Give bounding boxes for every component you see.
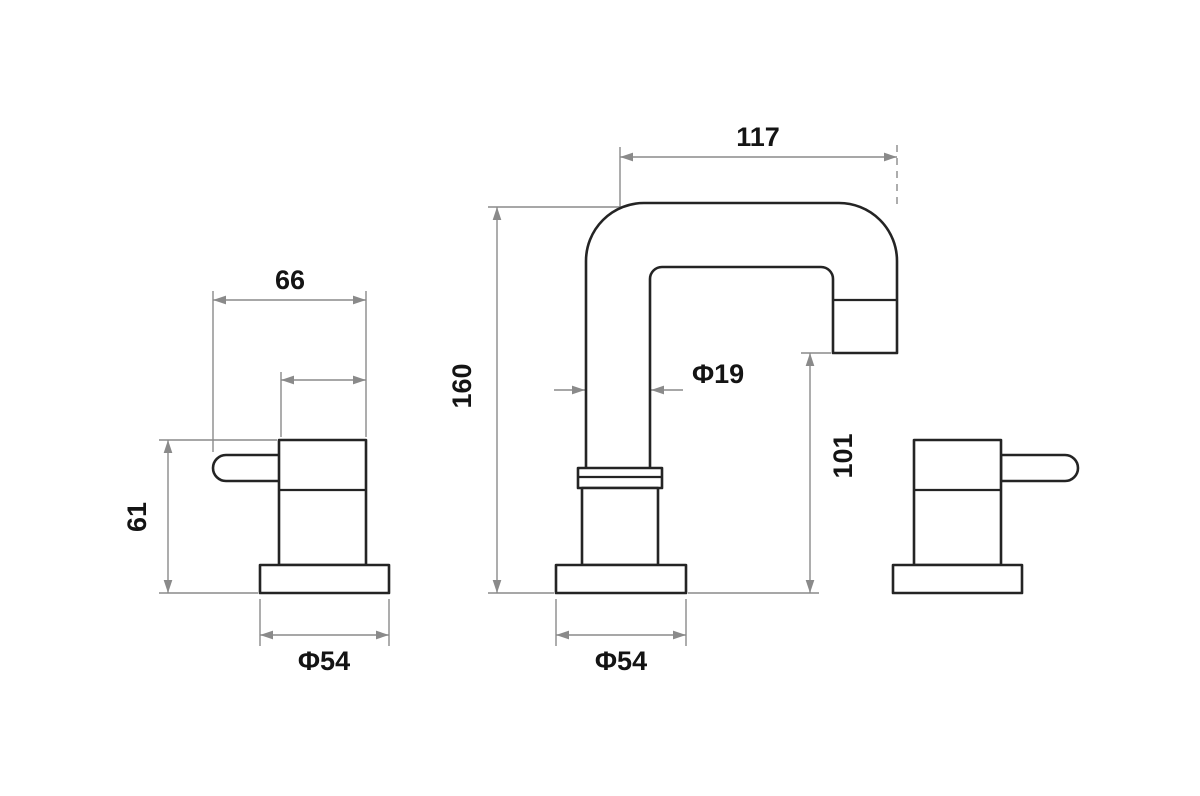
spout-base-diameter-dim-label: Φ54 xyxy=(595,646,647,676)
left-handle-base xyxy=(258,563,391,595)
left-handle xyxy=(211,438,391,595)
dim-spout-diameter: Φ19 xyxy=(554,359,744,395)
outlet-height-dim-label: 101 xyxy=(828,433,858,478)
spout-diameter-dim-label: Φ19 xyxy=(692,359,744,389)
left-handle-lever xyxy=(211,453,294,483)
dim-handle-body-width xyxy=(280,372,366,437)
handle-width-dim-label: 66 xyxy=(275,265,305,295)
dim-handle-base-diameter: Φ54 xyxy=(259,599,390,676)
dim-handle-width: 66 xyxy=(212,265,367,452)
spout-tube xyxy=(584,201,899,472)
handle-height-dim-label: 61 xyxy=(122,502,152,532)
dim-spout-base-diameter: Φ54 xyxy=(555,599,687,676)
spout-reach-dim-label: 117 xyxy=(736,122,780,152)
dim-spout-height: 160 xyxy=(447,206,622,594)
handle-base-diameter-dim-label: Φ54 xyxy=(298,646,350,676)
right-handle-base xyxy=(891,563,1024,595)
dim-handle-height: 61 xyxy=(122,439,277,594)
spout-body xyxy=(580,486,660,567)
right-handle-lever xyxy=(999,453,1080,483)
spout-height-dim-label: 160 xyxy=(447,363,477,408)
dimension-annotations: 117 160 61 101 xyxy=(122,122,898,676)
right-handle-body xyxy=(912,438,1003,567)
dim-outlet-height: 101 xyxy=(688,352,858,594)
spout xyxy=(554,201,899,595)
spout-base xyxy=(554,563,688,595)
right-handle xyxy=(891,438,1080,595)
left-handle-body xyxy=(277,438,368,567)
dim-spout-reach: 117 xyxy=(619,122,898,208)
